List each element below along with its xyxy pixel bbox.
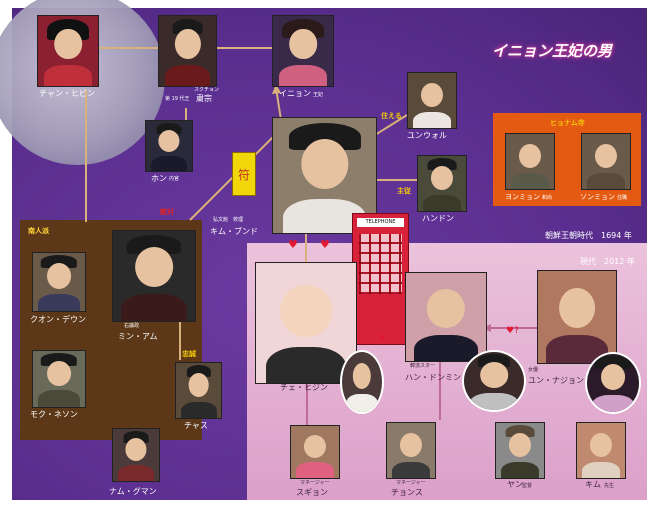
era-joseon-label: 朝鮮王朝時代 1694 年 — [545, 231, 632, 240]
ruby-sukjong: スクチョン — [194, 87, 220, 93]
line-kim-yunwol — [374, 114, 408, 136]
portrait-handong — [417, 155, 467, 212]
portrait-chasu — [175, 362, 222, 419]
portrait-hon — [145, 120, 193, 172]
portrait-son-myong — [581, 133, 631, 190]
name-son-myong: ソンミョン — [580, 193, 615, 201]
arrow-to-dongmin — [483, 324, 491, 332]
sub-kim-bung: 弘文館 校理 — [213, 217, 244, 223]
portrait-hijin-joseon — [340, 350, 384, 414]
booth-window — [359, 234, 402, 294]
era-modern-label: 現代 2012 年 — [580, 257, 635, 266]
name-yun-najon: ユン・ナジョン — [528, 376, 584, 385]
name-yunwol: ユンウォル — [407, 131, 447, 140]
portrait-kwon-deun — [32, 252, 86, 312]
drama-title: イニョン王妃の男 — [492, 42, 613, 60]
talisman-charm: 符 — [232, 152, 256, 196]
sub-son-myong: 住職 — [617, 195, 628, 201]
name-handong: ハンドン — [422, 214, 454, 223]
name-mok-neson: モク・ネソン — [30, 410, 78, 419]
relation-serves: 住える — [381, 112, 402, 120]
portrait-yunwol — [407, 72, 457, 129]
name-nam-gman: ナム・グマン — [109, 487, 157, 496]
portrait-kim — [576, 422, 626, 479]
name-han-dongmin: ハン・ドンミン — [405, 373, 461, 382]
sub-yong-myong: 和尚 — [542, 195, 553, 201]
heart-icon: ♥ — [288, 238, 298, 251]
booth-sign: TELEPHONE — [357, 218, 404, 227]
sub-inhyeon: 王妃 — [313, 92, 324, 98]
name-choi-hijin: チェ・ヒジン — [280, 383, 328, 392]
name-chongsu: チョンス — [391, 488, 423, 497]
group-southern-faction: 南人派 — [28, 227, 49, 235]
name-chang-hibin: チャン・ヒビン — [39, 89, 95, 98]
portrait-yun-najon — [537, 270, 617, 364]
name-hon: ホン — [151, 174, 167, 183]
name-yan: ヤン — [507, 480, 523, 489]
relation-master: 主従 — [397, 187, 411, 195]
name-kim: キム — [585, 480, 601, 489]
sub-sugyon: マネージャー — [300, 480, 330, 486]
name-kim-bung: キム・ブンド — [210, 227, 258, 236]
name-kwon-deun: クオン・デウン — [30, 315, 86, 324]
portrait-inhyeon — [272, 15, 334, 87]
portrait-chang-hibin — [37, 15, 99, 87]
sub-chongsu: マネージャー — [396, 480, 426, 486]
sub-hon: 内官 — [169, 176, 180, 182]
relation-enemy: 敵対 — [160, 208, 174, 216]
name-sukjong: 粛宗 — [196, 94, 212, 103]
portrait-najon-joseon — [585, 352, 641, 414]
sub-yun-najon: 女優 — [528, 367, 539, 373]
portrait-mok-neson — [32, 350, 86, 408]
sub-han-dongmin: 韓流スター — [410, 363, 436, 369]
sub-min-am: 右議政 — [124, 323, 140, 329]
portrait-nam-gman — [112, 428, 160, 482]
name-inhyeon: イニョン — [279, 89, 311, 98]
portrait-chongsu — [386, 422, 436, 479]
name-sugyon: スギョン — [296, 488, 328, 497]
portrait-yong-myong — [505, 133, 555, 190]
name-chasu: チャス — [184, 421, 208, 430]
heart-question-icon: ♥? — [506, 326, 519, 336]
arrow-to-inhyeon — [272, 84, 281, 94]
portrait-yan — [495, 422, 545, 479]
sub-kim: 先生 — [604, 483, 615, 489]
heart-icon: ♥ — [320, 238, 330, 251]
sub-sukjong: 第 19 代王 — [165, 96, 190, 102]
talisman-text: 符 — [237, 167, 250, 182]
name-min-am: ミン・アム — [118, 332, 158, 341]
group-hyunam: ヒョナム寺 — [550, 119, 585, 127]
portrait-min-am — [112, 230, 196, 322]
portrait-sukjong — [158, 15, 217, 87]
telephone-booth: TELEPHONE — [352, 213, 409, 345]
portrait-dongmin-joseon — [462, 350, 526, 412]
broken-heart-icon: ♥ — [378, 334, 387, 344]
name-yong-myong: ヨンミョン — [505, 193, 540, 201]
portrait-han-dongmin — [405, 272, 487, 362]
relation-loyal: 忠誠 — [182, 350, 196, 358]
portrait-choi-hijin — [255, 262, 357, 384]
portrait-sugyon — [290, 425, 340, 479]
sub-yan: 監督 — [522, 483, 533, 489]
